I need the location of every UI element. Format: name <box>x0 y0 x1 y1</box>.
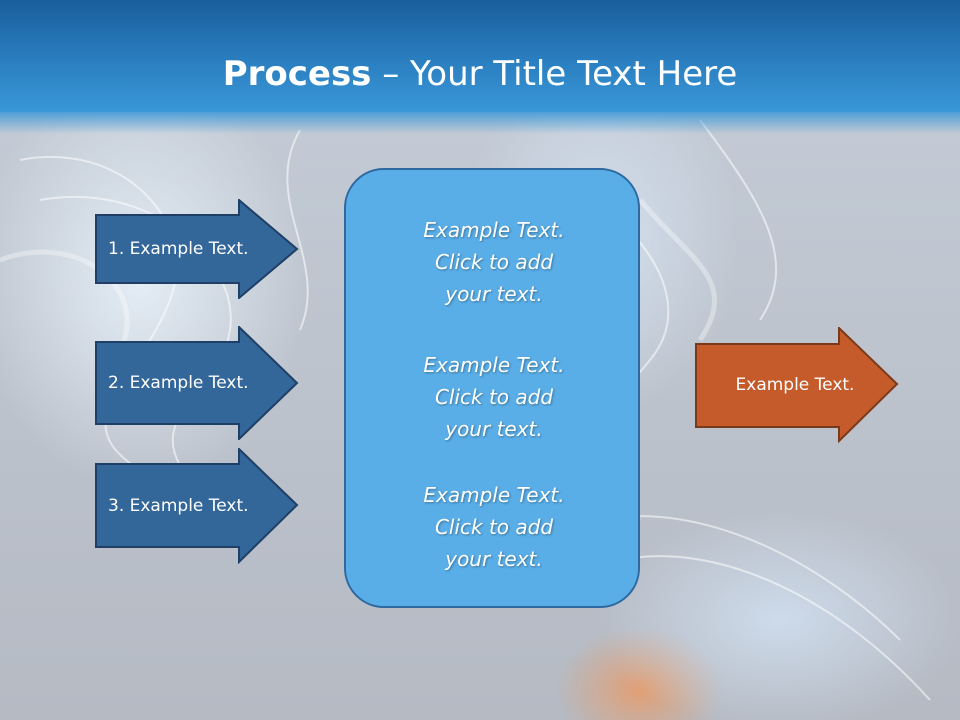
center-line: Example Text. <box>423 218 565 242</box>
right-arrow-shape <box>695 327 899 443</box>
right-arrow-shape <box>95 199 299 299</box>
center-paragraph-2: Example Text. Click to add your text. <box>346 349 642 445</box>
center-line: Click to add <box>434 515 554 539</box>
input-arrow-3[interactable]: 3. Example Text. <box>95 448 299 564</box>
right-arrow-shape <box>95 326 299 440</box>
input-arrow-label: 1. Example Text. <box>108 239 249 259</box>
center-line: your text. <box>445 547 543 571</box>
output-arrow-label: Example Text. <box>735 375 855 395</box>
center-paragraph-3: Example Text. Click to add your text. <box>346 479 642 575</box>
center-process-box[interactable]: Example Text. Click to add your text. Ex… <box>344 168 640 608</box>
center-line: your text. <box>445 417 543 441</box>
slide-title[interactable]: Process – Your Title Text Here <box>0 52 960 96</box>
center-line: Click to add <box>434 385 554 409</box>
center-line: Example Text. <box>423 353 565 377</box>
title-rest: – Your Title Text Here <box>371 54 738 94</box>
input-arrow-label: 3. Example Text. <box>108 496 249 516</box>
center-paragraph-1: Example Text. Click to add your text. <box>346 214 642 310</box>
input-arrow-label: 2. Example Text. <box>108 373 249 393</box>
input-arrow-1[interactable]: 1. Example Text. <box>95 199 299 299</box>
title-bar <box>0 0 960 134</box>
center-line: Example Text. <box>423 483 565 507</box>
input-arrow-2[interactable]: 2. Example Text. <box>95 326 299 440</box>
center-line: Click to add <box>434 250 554 274</box>
right-arrow-shape <box>95 448 299 564</box>
output-arrow[interactable]: Example Text. <box>695 327 899 443</box>
title-bold: Process <box>222 54 372 94</box>
center-line: your text. <box>445 282 543 306</box>
